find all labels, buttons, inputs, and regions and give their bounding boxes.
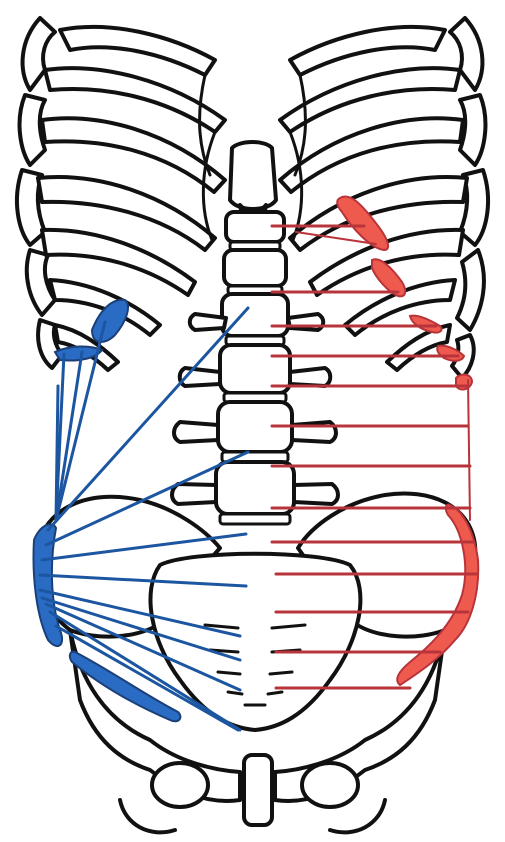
vertebral-column xyxy=(172,212,338,524)
red-rib-attachment-3 xyxy=(410,316,442,333)
red-lateral-line xyxy=(468,380,470,520)
